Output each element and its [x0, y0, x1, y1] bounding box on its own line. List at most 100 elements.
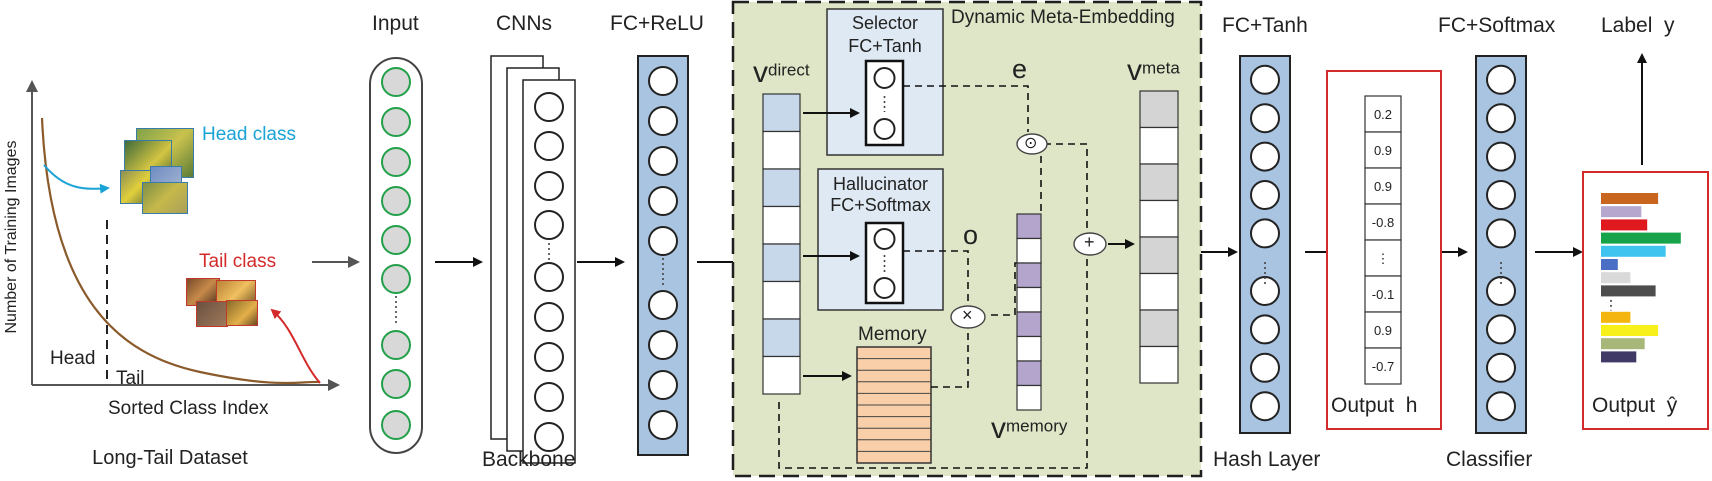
output-y-caption: Output ŷ — [1592, 394, 1678, 417]
hash-value: 0.9 — [1374, 179, 1392, 194]
neuron-node — [381, 410, 411, 440]
output-h-caption: Output h — [1331, 394, 1418, 417]
selector-sub: FC+Tanh — [848, 36, 922, 56]
fc-relu-layer — [637, 55, 689, 456]
vector-cell — [762, 205, 801, 245]
neuron-node — [381, 186, 411, 216]
vector-cell — [762, 243, 801, 283]
selector-title: Selector — [851, 13, 919, 33]
neuron-node — [1250, 276, 1280, 306]
fc-softmax-label: FC+Softmax — [1438, 14, 1556, 37]
plus-symbol: + — [1084, 232, 1095, 252]
multiply-op — [950, 305, 986, 329]
vector-cell — [1139, 345, 1179, 384]
neuron-node — [1250, 141, 1280, 172]
hash-cell — [1364, 239, 1402, 277]
neuron-node — [648, 106, 678, 136]
neuron-node — [534, 131, 564, 161]
prediction-bar — [1601, 325, 1659, 336]
prediction-bar — [1601, 219, 1648, 231]
odot-symbol: ⊙ — [1024, 135, 1038, 152]
tail-class-label: Tail class — [199, 251, 277, 272]
elementwise-product-op — [1016, 133, 1048, 155]
vector-cell — [1016, 213, 1042, 240]
vector-cell — [1016, 286, 1042, 313]
vector-cell — [1139, 309, 1179, 348]
prediction-bar — [1601, 193, 1659, 204]
v-direct-vector — [762, 93, 801, 395]
vector-cell — [762, 93, 801, 133]
add-op — [1073, 232, 1107, 256]
tail-class-arrow — [270, 308, 321, 384]
neuron-node — [648, 370, 678, 400]
hash-value: 0.9 — [1374, 323, 1392, 338]
neuron-node — [648, 186, 678, 216]
neuron-node — [1486, 352, 1516, 383]
hash-cell — [1364, 311, 1402, 349]
neuron-node — [381, 330, 411, 360]
neuron-node — [1486, 64, 1516, 95]
neuron-node — [534, 342, 564, 372]
neuron-node — [381, 264, 411, 294]
neuron-node — [534, 171, 564, 201]
vector-cell — [1139, 199, 1179, 238]
neuron-node — [1486, 391, 1516, 422]
vector-cell — [762, 318, 801, 358]
neuron-node — [1250, 103, 1280, 134]
prediction-bar — [1601, 338, 1645, 350]
neuron-node — [1486, 180, 1516, 210]
vector-cell — [1016, 384, 1042, 411]
neuron-node — [1250, 352, 1280, 383]
hash-value: -0.8 — [1372, 215, 1394, 230]
dynamic-meta-embedding-block — [731, 0, 1203, 478]
neuron-node — [1250, 391, 1280, 422]
memory-label: Memory — [858, 324, 927, 345]
x-axis-label: Sorted Class Index — [108, 398, 269, 419]
vector-cell — [1139, 126, 1179, 165]
input-label: Input — [372, 12, 419, 35]
vector-cell — [1139, 90, 1179, 129]
neuron-node — [648, 66, 678, 96]
head-class-label: Head class — [202, 124, 296, 145]
long-tail-plot — [26, 80, 340, 391]
neuron-node — [648, 290, 678, 320]
prediction-bar — [1601, 232, 1681, 244]
label-y: Label y — [1601, 14, 1675, 37]
hash-value: -0.1 — [1372, 287, 1394, 302]
y-axis-label: Number of Training Images — [3, 140, 20, 334]
neuron-node — [534, 302, 564, 332]
head-class-image — [142, 182, 188, 214]
vector-cell — [762, 168, 801, 208]
hash-value: -0.7 — [1372, 359, 1394, 374]
prediction-bar — [1601, 206, 1642, 218]
prediction-bar — [1601, 285, 1656, 297]
vector-cell — [1139, 272, 1179, 311]
dme-title: Dynamic Meta-Embedding — [951, 7, 1175, 28]
neuron-node — [1250, 218, 1280, 249]
tail-class-image — [226, 300, 258, 326]
neuron-node — [381, 107, 411, 137]
neuron-node — [648, 410, 678, 440]
neuron-node — [1250, 314, 1280, 345]
neuron-node — [381, 225, 411, 255]
prediction-bar — [1601, 311, 1631, 323]
hash-value: ⋮ — [1377, 251, 1390, 266]
neuron-node — [534, 422, 564, 452]
vector-cell — [762, 280, 801, 320]
neuron-node — [534, 210, 564, 240]
fc-tanh-label: FC+Tanh — [1222, 14, 1308, 37]
e-symbol: e — [1012, 54, 1028, 84]
vector-cell — [762, 130, 801, 170]
classifier-layer — [1475, 55, 1527, 434]
neuron-node — [648, 226, 678, 256]
output-y-panel — [1582, 171, 1709, 430]
prediction-bar — [1601, 245, 1666, 257]
neuron-node — [381, 147, 411, 177]
vector-cell — [1016, 262, 1042, 289]
tail-class-image — [196, 301, 228, 327]
neuron-node — [648, 330, 678, 360]
cnn-backbone — [490, 55, 576, 464]
neuron-node — [381, 369, 411, 399]
hash-cell — [1364, 131, 1402, 169]
